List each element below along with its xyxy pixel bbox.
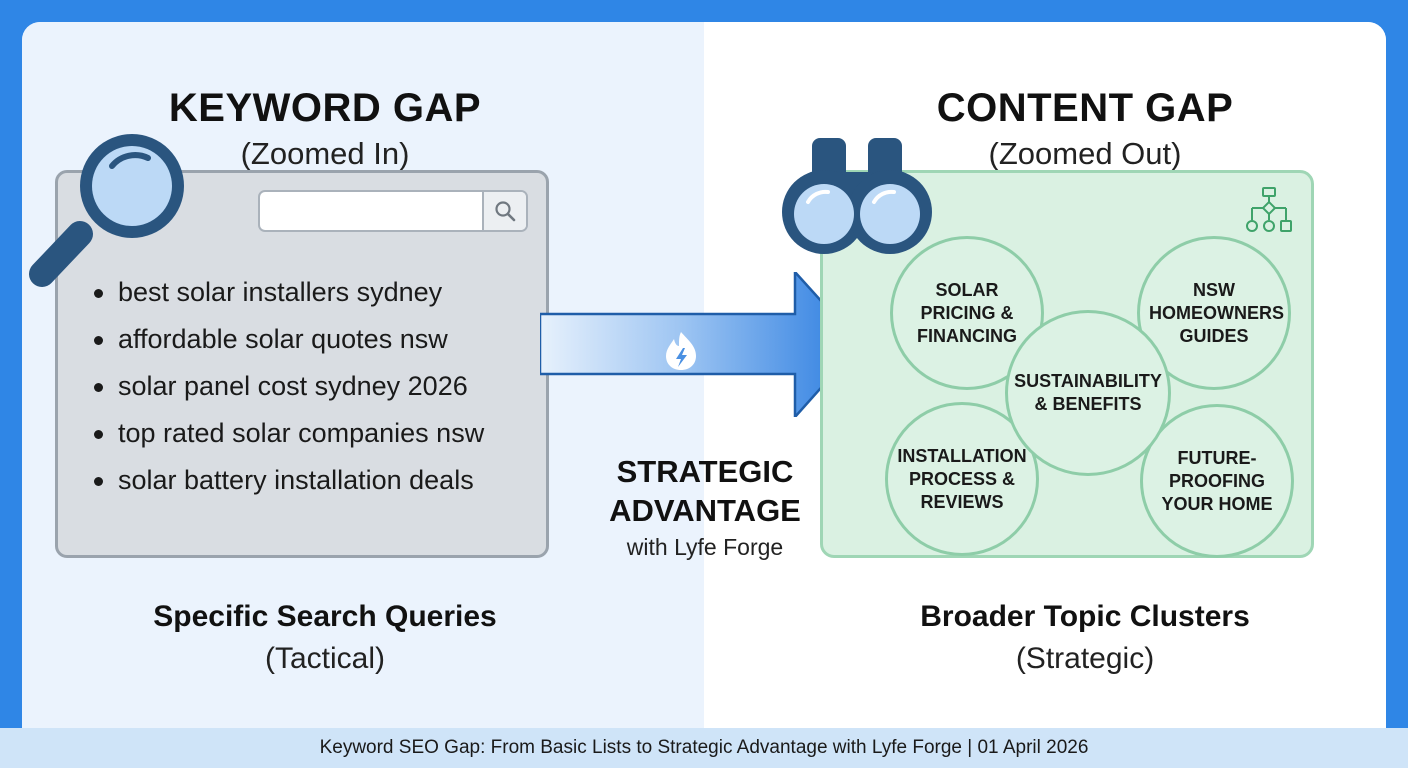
keyword-item: solar panel cost sydney 2026 bbox=[88, 363, 484, 410]
flame-bolt-icon bbox=[666, 332, 696, 370]
sitemap-icon bbox=[1246, 187, 1292, 232]
search-icon bbox=[495, 201, 516, 222]
topic-future-proofing: FUTURE-PROOFING YOUR HOME bbox=[1140, 404, 1294, 558]
keyword-item: affordable solar quotes nsw bbox=[88, 316, 484, 363]
keyword-caption-title: Specific Search Queries bbox=[153, 600, 497, 633]
magnifier-icon bbox=[29, 134, 184, 287]
search-input[interactable] bbox=[260, 192, 480, 230]
binoculars-icon bbox=[782, 138, 932, 254]
content-caption-sub: (Strategic) bbox=[1015, 642, 1155, 675]
keyword-item: solar battery installation deals bbox=[88, 457, 484, 504]
strategic-arrow bbox=[540, 272, 860, 417]
keyword-list-box: best solar installers sydney affordable … bbox=[55, 170, 549, 558]
keyword-item: best solar installers sydney bbox=[88, 269, 484, 316]
footer-caption: Keyword SEO Gap: From Basic Lists to Str… bbox=[0, 728, 1408, 768]
advantage-label: ADVANTAGE bbox=[609, 493, 801, 528]
content-caption-title: Broader Topic Clusters bbox=[920, 600, 1250, 633]
content-gap-subtitle: (Zoomed Out) bbox=[988, 136, 1182, 171]
strategic-label: STRATEGIC bbox=[616, 454, 794, 489]
search-button[interactable] bbox=[482, 192, 526, 230]
keyword-list: best solar installers sydney affordable … bbox=[88, 269, 484, 504]
topic-nsw-guides: NSW HOMEOWNERS GUIDES bbox=[1137, 236, 1291, 390]
lyfe-forge-label: with Lyfe Forge bbox=[626, 534, 784, 560]
search-bar[interactable] bbox=[258, 190, 528, 232]
keyword-item: top rated solar companies nsw bbox=[88, 410, 484, 457]
topic-sustainability: SUSTAINABILITY & BENEFITS bbox=[1005, 310, 1171, 476]
keyword-caption-sub: (Tactical) bbox=[264, 642, 385, 675]
content-gap-title: CONTENT GAP bbox=[936, 86, 1234, 130]
keyword-gap-title: KEYWORD GAP bbox=[168, 86, 482, 130]
keyword-gap-subtitle: (Zoomed In) bbox=[240, 136, 410, 171]
